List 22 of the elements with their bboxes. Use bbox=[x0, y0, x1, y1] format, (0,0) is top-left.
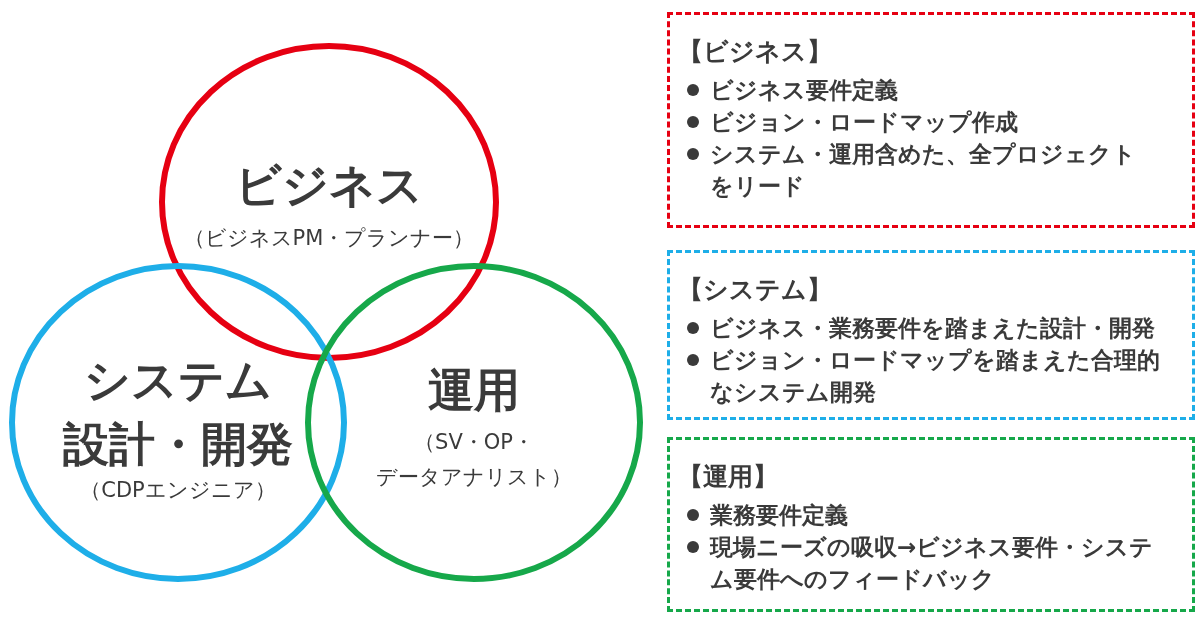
role-subtitle: （SV・OP・データアナリスト） bbox=[375, 429, 573, 491]
box-heading: 【システム】 bbox=[678, 274, 832, 306]
role-subtitle: （ビジネスPM・プランナー） bbox=[182, 225, 476, 252]
bullet-text: 現場ニーズの吸収→ビジネス要件・システム要件へのフィードバック bbox=[710, 533, 1155, 594]
circle-title: ビジネス bbox=[234, 157, 424, 213]
venn-circle bbox=[8, 262, 348, 583]
bullet-text: ビジネス要件定義 bbox=[710, 76, 899, 105]
bullet-text: ビジョン・ロードマップを踏まえた合理的なシステム開発 bbox=[710, 346, 1161, 407]
box-heading: 【ビジネス】 bbox=[678, 36, 832, 68]
dashed-box bbox=[667, 437, 1195, 612]
dashed-box bbox=[667, 250, 1195, 420]
circle-title: 運用 bbox=[427, 362, 521, 418]
box-heading: 【運用】 bbox=[678, 461, 778, 493]
bullet-text: ビジョン・ロードマップ作成 bbox=[710, 108, 1019, 137]
circle-title: システム設計・開発 bbox=[61, 352, 294, 473]
bullet-text: システム・運用含めた、全プロジェクトをリード bbox=[710, 140, 1137, 201]
bullet-text: 業務要件定義 bbox=[710, 501, 849, 530]
venn-circle bbox=[304, 262, 644, 583]
dashed-box bbox=[667, 12, 1195, 228]
role-subtitle: （CDPエンジニア） bbox=[79, 477, 277, 504]
venn-circle bbox=[158, 42, 500, 362]
bullet-text: ビジネス・業務要件を踏まえた設計・開発 bbox=[710, 314, 1155, 343]
